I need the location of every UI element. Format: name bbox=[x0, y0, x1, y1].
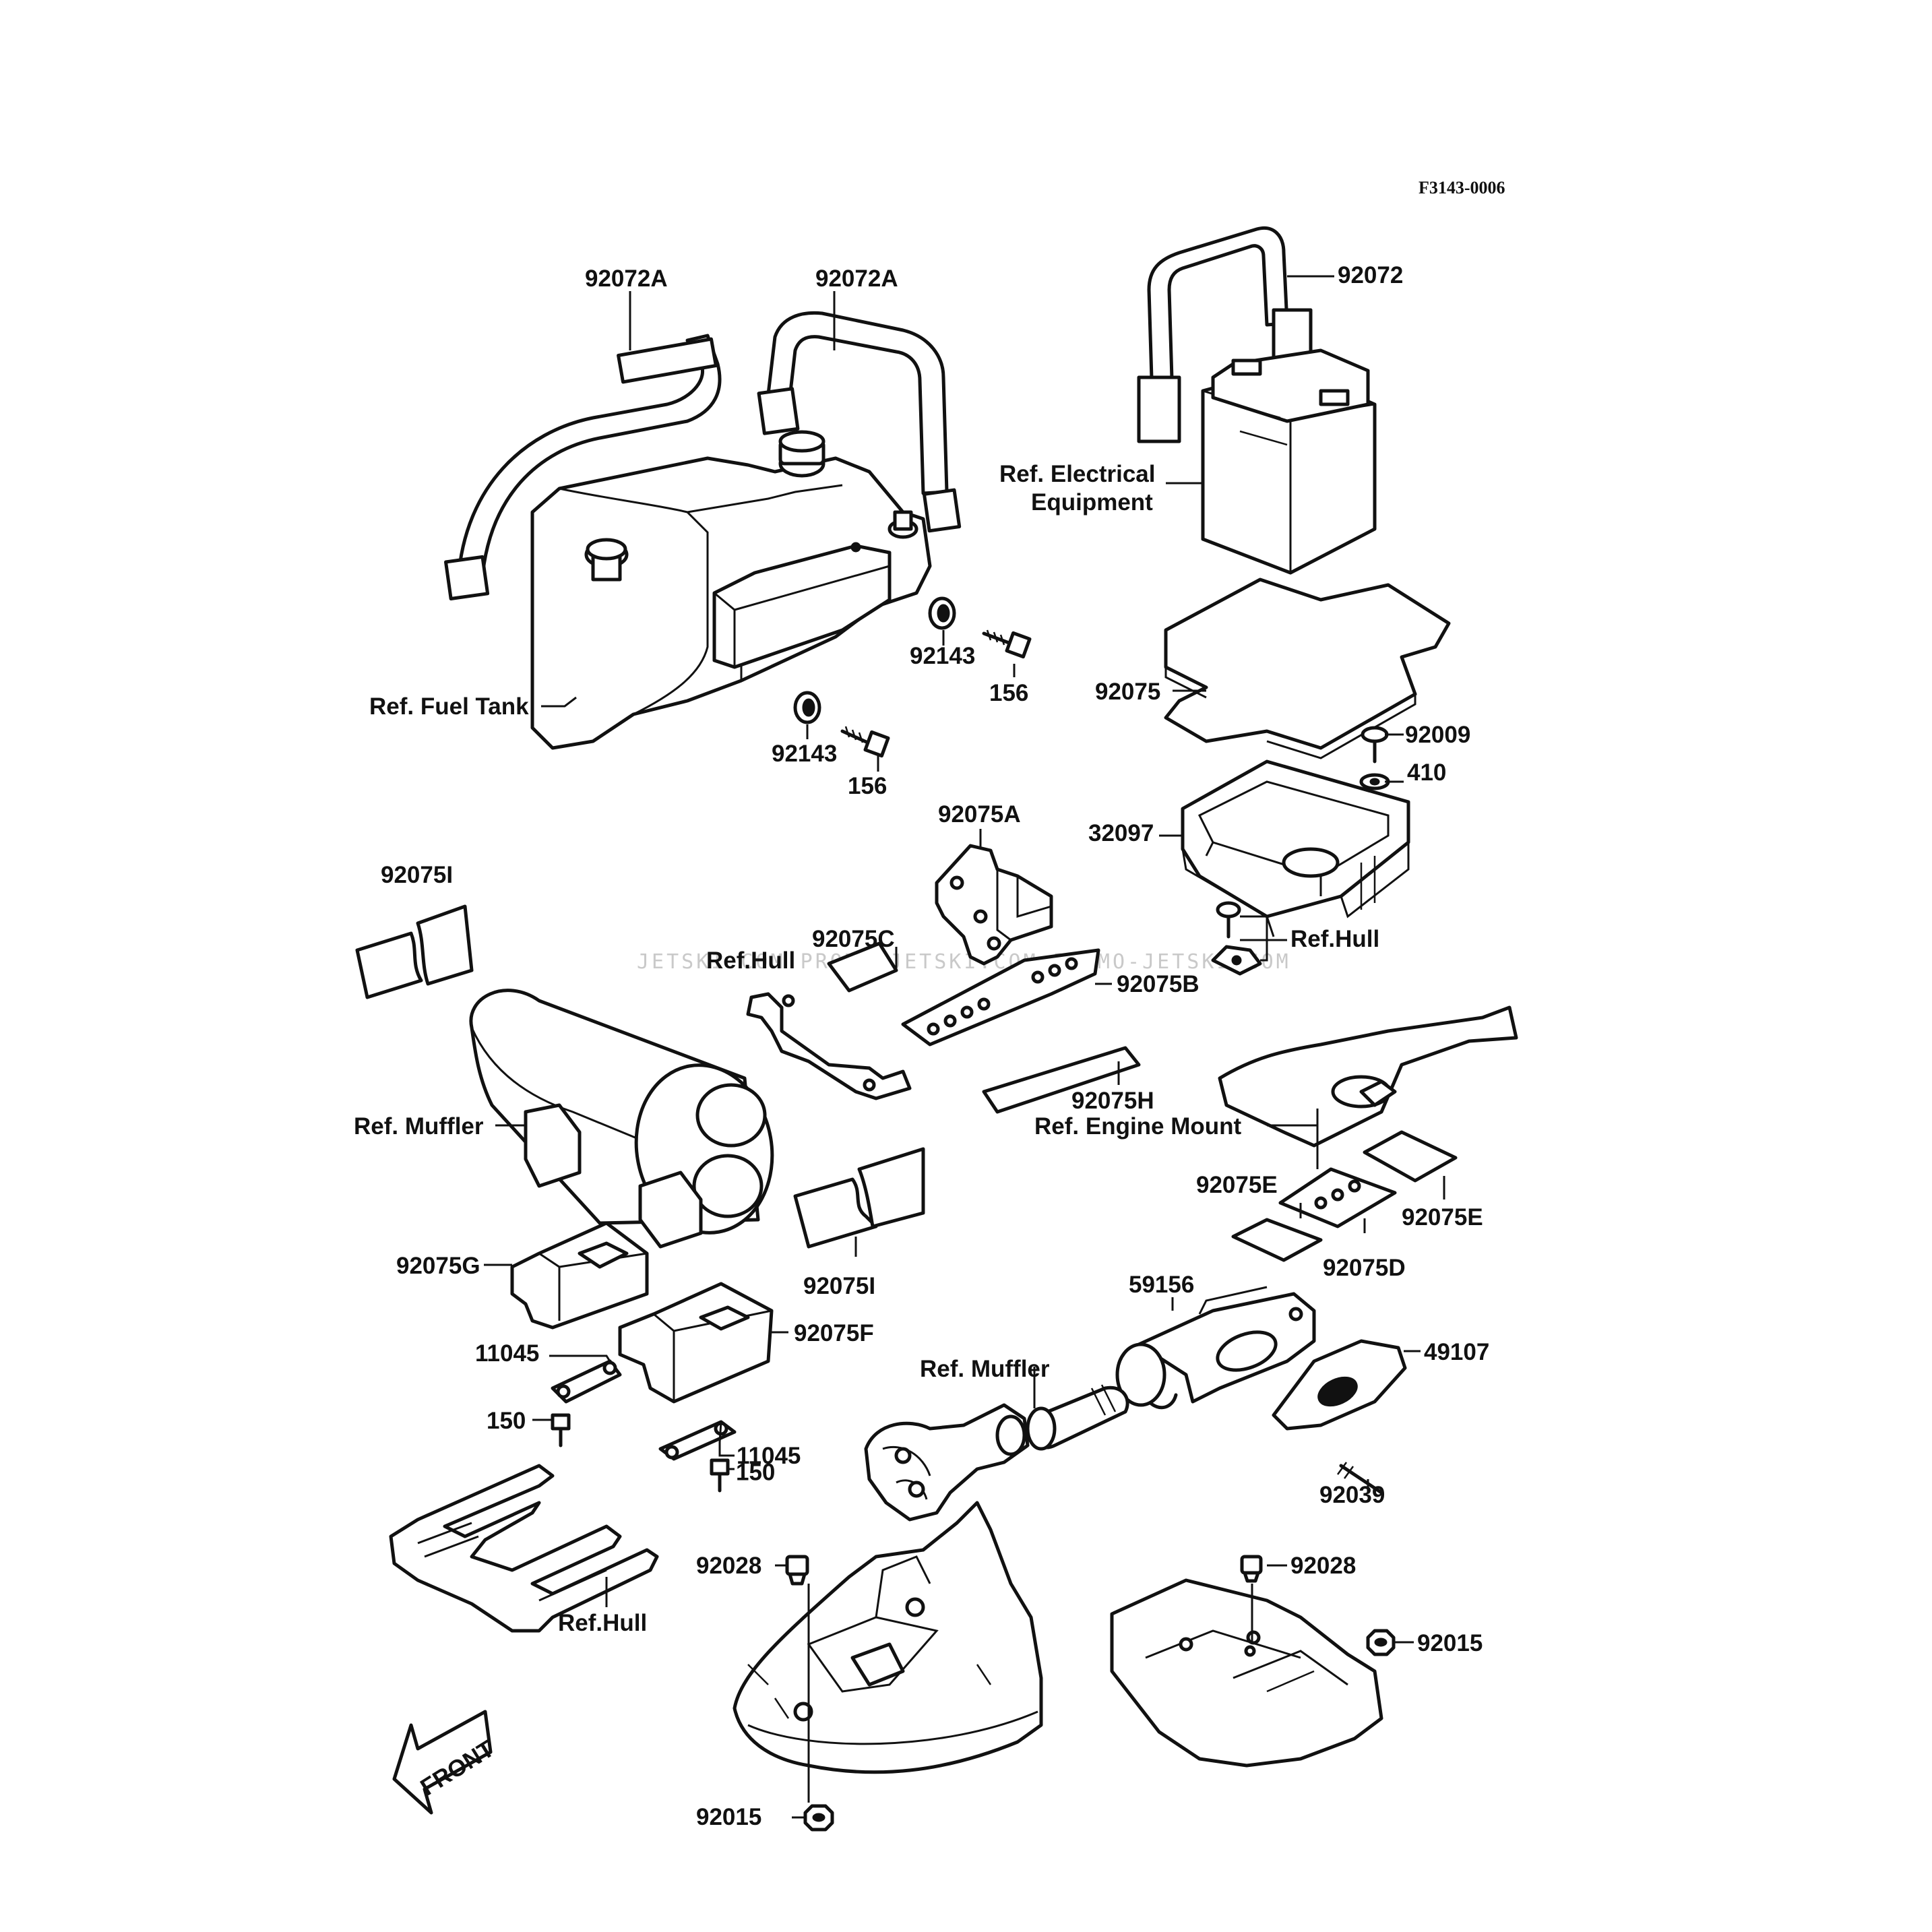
label-ref-hull-tray: Ref.Hull bbox=[558, 1610, 647, 1636]
label-pad-92075I-top: 92075I bbox=[381, 862, 453, 888]
label-strap-left: 92072A bbox=[585, 266, 668, 292]
label-bolt-upper: 156 bbox=[989, 680, 1028, 706]
washer-410 bbox=[1359, 773, 1390, 790]
hull-deck-right bbox=[1110, 1578, 1383, 1768]
engine-mount bbox=[1218, 1005, 1518, 1148]
label-ref-engine-mount: Ref. Engine Mount bbox=[1034, 1113, 1242, 1140]
fuel-tank-straps bbox=[444, 311, 962, 600]
hull-tray bbox=[389, 1464, 659, 1633]
pad-92075D bbox=[1278, 1167, 1397, 1228]
label-ref-electrical-1: Ref. Electrical bbox=[999, 461, 1156, 487]
battery bbox=[1201, 348, 1377, 575]
exhaust-outlet-49107 bbox=[1272, 1339, 1407, 1431]
pad-92075B bbox=[901, 948, 1100, 1047]
label-nut-92015-bottom: 92015 bbox=[696, 1804, 761, 1830]
pad-92075E-left bbox=[1231, 1218, 1323, 1262]
label-bolt-lower: 156 bbox=[848, 773, 887, 799]
label-ref-muffler-lower: Ref. Muffler bbox=[920, 1356, 1050, 1382]
hull-deck-left bbox=[733, 1501, 1043, 1774]
nut-92015-right bbox=[1366, 1629, 1396, 1656]
pad-92075H bbox=[982, 1046, 1141, 1114]
leader-lines bbox=[484, 275, 1445, 1819]
cap-92028-left bbox=[785, 1555, 809, 1586]
rivet-92039 bbox=[1336, 1462, 1383, 1495]
label-outlet-49107: 49107 bbox=[1424, 1339, 1489, 1365]
label-pad-92075E-left: 92075E bbox=[1196, 1172, 1278, 1198]
label-pad-92075F: 92075F bbox=[794, 1320, 874, 1346]
screw-92009 bbox=[1361, 726, 1389, 764]
bracket-11045-b bbox=[658, 1420, 737, 1461]
nut-92015-bottom bbox=[803, 1804, 834, 1832]
label-bracket-11045-b: 11045 bbox=[737, 1443, 801, 1469]
cap-92028-right bbox=[1240, 1555, 1263, 1583]
label-washer: 410 bbox=[1407, 759, 1446, 786]
bracket-ref-hull bbox=[746, 992, 912, 1100]
diagram-code: F3143-0006 bbox=[1419, 178, 1505, 197]
label-pad-92075A: 92075A bbox=[938, 801, 1021, 828]
label-ref-hull-battery: Ref.Hull bbox=[1290, 926, 1379, 952]
label-battery-case: 32097 bbox=[1088, 820, 1154, 846]
front-arrow: FRONT bbox=[392, 1710, 499, 1815]
bracket-11045-a bbox=[551, 1359, 622, 1404]
fuel-tank bbox=[530, 430, 932, 750]
label-pad-92075B: 92075B bbox=[1117, 971, 1199, 997]
label-pipe-59156: 59156 bbox=[1129, 1272, 1194, 1298]
exhaust-pipe-59156 bbox=[1115, 1286, 1316, 1410]
pad-92075A bbox=[935, 844, 1053, 966]
label-cap-92028-right: 92028 bbox=[1290, 1553, 1356, 1579]
label-screw: 92009 bbox=[1405, 722, 1470, 748]
label-pad-92075I-bottom: 92075I bbox=[803, 1273, 875, 1299]
grommet-92143-lower bbox=[793, 691, 821, 724]
label-strap-right: 92072A bbox=[815, 266, 898, 292]
bolt-150-a bbox=[551, 1413, 571, 1447]
label-ref-muffler-upper: Ref. Muffler bbox=[354, 1113, 484, 1140]
bolt-150-b bbox=[710, 1458, 730, 1493]
bolt-156-upper bbox=[982, 629, 1032, 659]
muffler bbox=[469, 989, 774, 1249]
label-grommet-upper: 92143 bbox=[910, 643, 975, 669]
label-pad-92075H: 92075H bbox=[1071, 1088, 1154, 1114]
label-battery-pad: 92075 bbox=[1095, 679, 1160, 705]
pad-92075F bbox=[618, 1282, 774, 1404]
label-pad-92075G: 92075G bbox=[396, 1253, 480, 1279]
label-bolt-150-b: 150 bbox=[736, 1460, 775, 1486]
label-rivet-92039: 92039 bbox=[1319, 1482, 1385, 1508]
ref-hull-battery-parts bbox=[1211, 901, 1262, 976]
label-bolt-150-a: 150 bbox=[487, 1408, 526, 1434]
pad-92075E-right bbox=[1363, 1130, 1458, 1183]
label-nut-92015-right: 92015 bbox=[1417, 1630, 1483, 1656]
pad-92075G bbox=[510, 1221, 649, 1330]
bolt-156-lower bbox=[840, 726, 890, 758]
label-bracket-11045-a: 11045 bbox=[475, 1340, 539, 1367]
label-pad-92075D: 92075D bbox=[1323, 1255, 1406, 1281]
label-battery-strap: 92072 bbox=[1338, 262, 1403, 288]
pad-92075I-top bbox=[355, 904, 474, 999]
label-pad-92075E-right: 92075E bbox=[1402, 1204, 1483, 1230]
label-ref-electrical-2: Equipment bbox=[1031, 489, 1153, 516]
muffler-elbow-lower bbox=[864, 1403, 1030, 1522]
label-ref-hull-bracket: Ref.Hull bbox=[706, 947, 795, 974]
label-pad-92075C: 92075C bbox=[812, 926, 895, 952]
battery-case-32097 bbox=[1181, 759, 1410, 937]
grommet-92143-upper bbox=[928, 596, 956, 630]
label-grommet-lower: 92143 bbox=[772, 741, 837, 767]
watermark: JETSKI.COM PROMO-JETSKI.COM PROMO-JETSKI… bbox=[637, 950, 1291, 974]
exhaust-hose bbox=[1026, 1384, 1129, 1451]
label-cap-92028-left: 92028 bbox=[696, 1553, 761, 1579]
label-ref-fuel-tank: Ref. Fuel Tank bbox=[369, 693, 529, 720]
pad-92075I-bottom bbox=[793, 1147, 925, 1249]
